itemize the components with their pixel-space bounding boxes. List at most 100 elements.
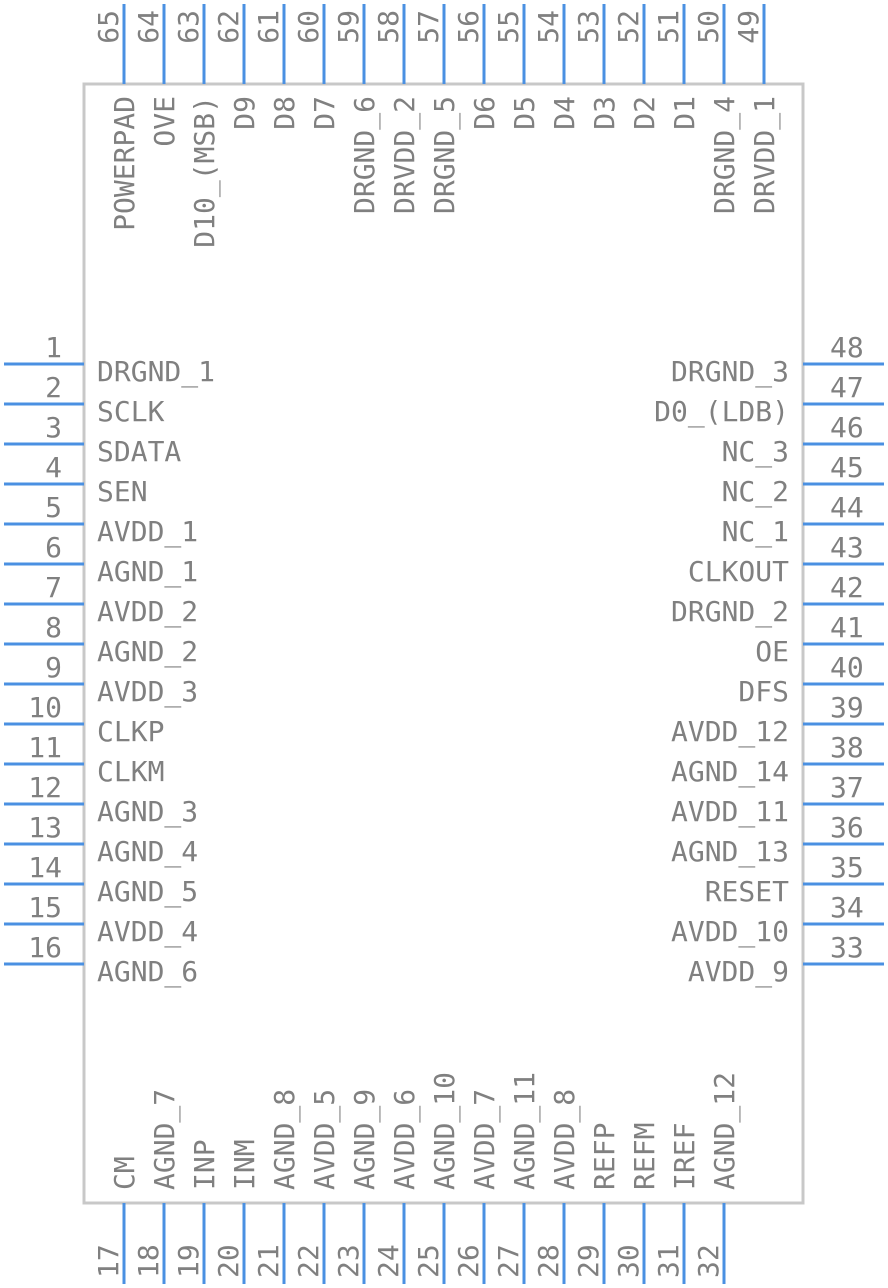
pin-62-number: 62 (212, 10, 245, 44)
pin-group: 1DRGND_12SCLK3SDATA4SEN5AVDD_16AGND_17AV… (4, 4, 884, 1284)
pin-28-number: 28 (532, 1244, 565, 1278)
pin-58-label: DRVDD_2 (388, 96, 422, 214)
pin-54-number: 54 (532, 10, 565, 44)
pin-16-number: 16 (28, 931, 62, 964)
pin-57-label: DRGND_5 (428, 96, 462, 214)
pin-17-number: 17 (92, 1244, 125, 1278)
pin-26-number: 26 (452, 1244, 485, 1278)
pin-52-label: D2 (628, 96, 661, 130)
pin-65-number: 65 (92, 10, 125, 44)
pin-7-label: AVDD_2 (97, 595, 198, 629)
pin-10-label: CLKP (97, 715, 164, 748)
pin-21-label: AGND_8 (268, 1089, 302, 1190)
pin-11-label: CLKM (97, 755, 164, 788)
pin-36-number: 36 (830, 811, 864, 844)
pin-12-label: AGND_3 (97, 795, 198, 829)
pin-55-label: D5 (508, 96, 541, 130)
pin-27-label: AGND_11 (508, 1072, 542, 1190)
pin-29-label: REFP (588, 1123, 621, 1190)
pin-42-label: DRGND_2 (671, 595, 789, 629)
pin-54-label: D4 (548, 96, 581, 130)
pin-24-label: AVDD_6 (388, 1089, 422, 1190)
pin-53-label: D3 (588, 96, 621, 130)
pin-48-number: 48 (830, 331, 864, 364)
pin-42-number: 42 (830, 571, 864, 604)
pin-51-number: 51 (652, 10, 685, 44)
pin-14-number: 14 (28, 851, 62, 884)
pin-32-number: 32 (692, 1244, 725, 1278)
pin-63-label: D10_(MSB) (188, 96, 222, 248)
pin-13-number: 13 (28, 811, 62, 844)
pin-62-label: D9 (228, 96, 261, 130)
pin-9-label: AVDD_3 (97, 675, 198, 709)
pin-2-label: SCLK (97, 395, 165, 428)
pin-43-label: CLKOUT (688, 555, 789, 588)
pin-9-number: 9 (45, 651, 62, 684)
pin-55-number: 55 (492, 10, 525, 44)
pin-34-number: 34 (830, 891, 864, 924)
pin-23-number: 23 (332, 1244, 365, 1278)
pin-61-label: D8 (268, 96, 301, 130)
pin-28-label: AVDD_8 (548, 1089, 582, 1190)
pin-20-number: 20 (212, 1244, 245, 1278)
pin-18-number: 18 (132, 1244, 165, 1278)
pin-30-label: REFM (628, 1123, 661, 1190)
pin-52-number: 52 (612, 10, 645, 44)
pin-45-label: NC_2 (722, 475, 789, 509)
pin-24-number: 24 (372, 1244, 405, 1278)
pin-22-number: 22 (292, 1244, 325, 1278)
pin-50-label: DRGND_4 (708, 96, 742, 214)
pin-60-number: 60 (292, 10, 325, 44)
pin-48-label: DRGND_3 (671, 355, 789, 389)
pin-30-number: 30 (612, 1244, 645, 1278)
pin-50-number: 50 (692, 10, 725, 44)
pin-15-label: AVDD_4 (97, 915, 198, 949)
pin-11-number: 11 (28, 731, 62, 764)
pin-47-number: 47 (830, 371, 864, 404)
pin-14-label: AGND_5 (97, 875, 198, 909)
pin-15-number: 15 (28, 891, 62, 924)
pin-46-label: NC_3 (722, 435, 789, 469)
pin-44-number: 44 (830, 491, 864, 524)
pin-5-number: 5 (45, 491, 62, 524)
pin-61-number: 61 (252, 10, 285, 44)
pin-57-number: 57 (412, 10, 445, 44)
pin-19-number: 19 (172, 1244, 205, 1278)
pin-59-number: 59 (332, 10, 365, 44)
pin-8-label: AGND_2 (97, 635, 198, 669)
pin-49-number: 49 (732, 10, 765, 44)
pin-22-label: AVDD_5 (308, 1089, 342, 1190)
pin-6-label: AGND_1 (97, 555, 198, 589)
pin-44-label: NC_1 (722, 515, 789, 549)
pin-4-number: 4 (45, 451, 62, 484)
pin-29-number: 29 (572, 1244, 605, 1278)
pin-47-label: D0_(LDB) (654, 395, 789, 429)
pin-10-number: 10 (28, 691, 62, 724)
pin-35-label: RESET (705, 875, 789, 908)
pin-59-label: DRGND_6 (348, 96, 382, 214)
pin-45-number: 45 (830, 451, 864, 484)
pin-53-number: 53 (572, 10, 605, 44)
pin-56-label: D6 (468, 96, 501, 130)
pin-41-label: OE (755, 635, 789, 668)
pin-63-number: 63 (172, 10, 205, 44)
pin-20-label: INM (228, 1139, 261, 1190)
pin-39-number: 39 (830, 691, 864, 724)
pin-33-number: 33 (830, 931, 864, 964)
pin-60-label: D7 (308, 96, 341, 130)
pin-40-label: DFS (738, 675, 789, 708)
pin-43-number: 43 (830, 531, 864, 564)
pin-49-label: DRVDD_1 (748, 96, 782, 214)
pin-39-label: AVDD_12 (671, 715, 789, 749)
pin-7-number: 7 (45, 571, 62, 604)
pin-36-label: AGND_13 (671, 835, 789, 869)
pin-33-label: AVDD_9 (688, 955, 789, 989)
pin-51-label: D1 (668, 96, 701, 130)
pin-5-label: AVDD_1 (97, 515, 198, 549)
pin-38-label: AGND_14 (671, 755, 789, 789)
pin-1-label: DRGND_1 (97, 355, 215, 389)
pin-13-label: AGND_4 (97, 835, 198, 869)
pin-27-number: 27 (492, 1244, 525, 1278)
pin-65-label: POWERPAD (108, 96, 141, 231)
